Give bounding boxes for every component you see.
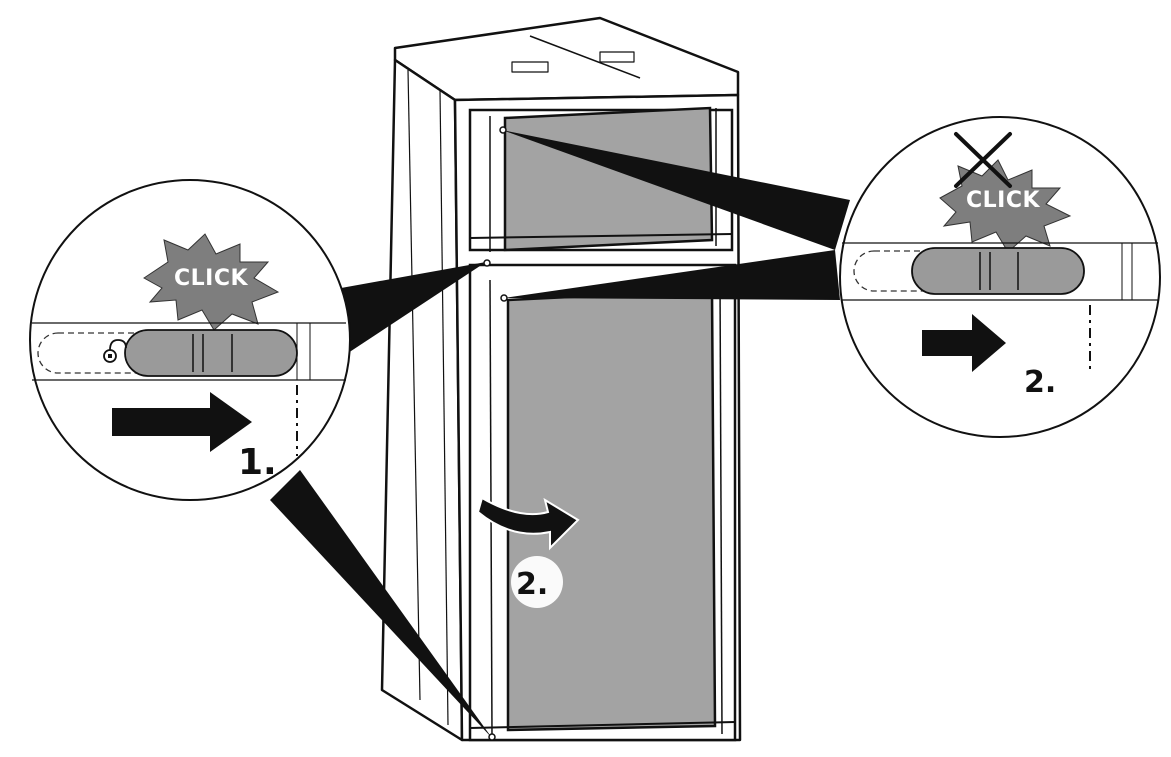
left-click-label: CLICK xyxy=(174,266,248,291)
cabinet-side xyxy=(380,58,464,742)
padlock-icon xyxy=(103,339,127,363)
click-burst-icon xyxy=(143,233,280,331)
left-upper-pointer xyxy=(330,262,486,355)
door-step-label: 2. xyxy=(516,567,548,602)
door-step-badge: 2. xyxy=(511,556,563,608)
right-upper-pointer xyxy=(502,130,850,250)
left-callout: CLICK 1. xyxy=(29,179,351,501)
left-slider xyxy=(124,329,298,377)
right-callout: CLICK 2. xyxy=(839,116,1161,438)
right-slider xyxy=(911,247,1085,295)
cabinet-top xyxy=(393,16,740,102)
right-arrow-icon xyxy=(922,314,1006,372)
click-burst-icon xyxy=(939,159,1072,253)
left-step-label: 1. xyxy=(238,442,277,483)
door-open-arrow xyxy=(476,496,580,551)
left-lower-pointer xyxy=(270,470,492,738)
callout-pointers xyxy=(270,130,850,738)
right-lower-pointer xyxy=(504,250,840,300)
fridge-door xyxy=(468,263,737,742)
right-click-label: CLICK xyxy=(966,188,1040,213)
curved-arrow-icon xyxy=(476,496,580,551)
right-arrow-icon xyxy=(112,392,252,452)
cross-icon xyxy=(954,132,1012,188)
right-step-label: 2. xyxy=(1024,365,1056,400)
